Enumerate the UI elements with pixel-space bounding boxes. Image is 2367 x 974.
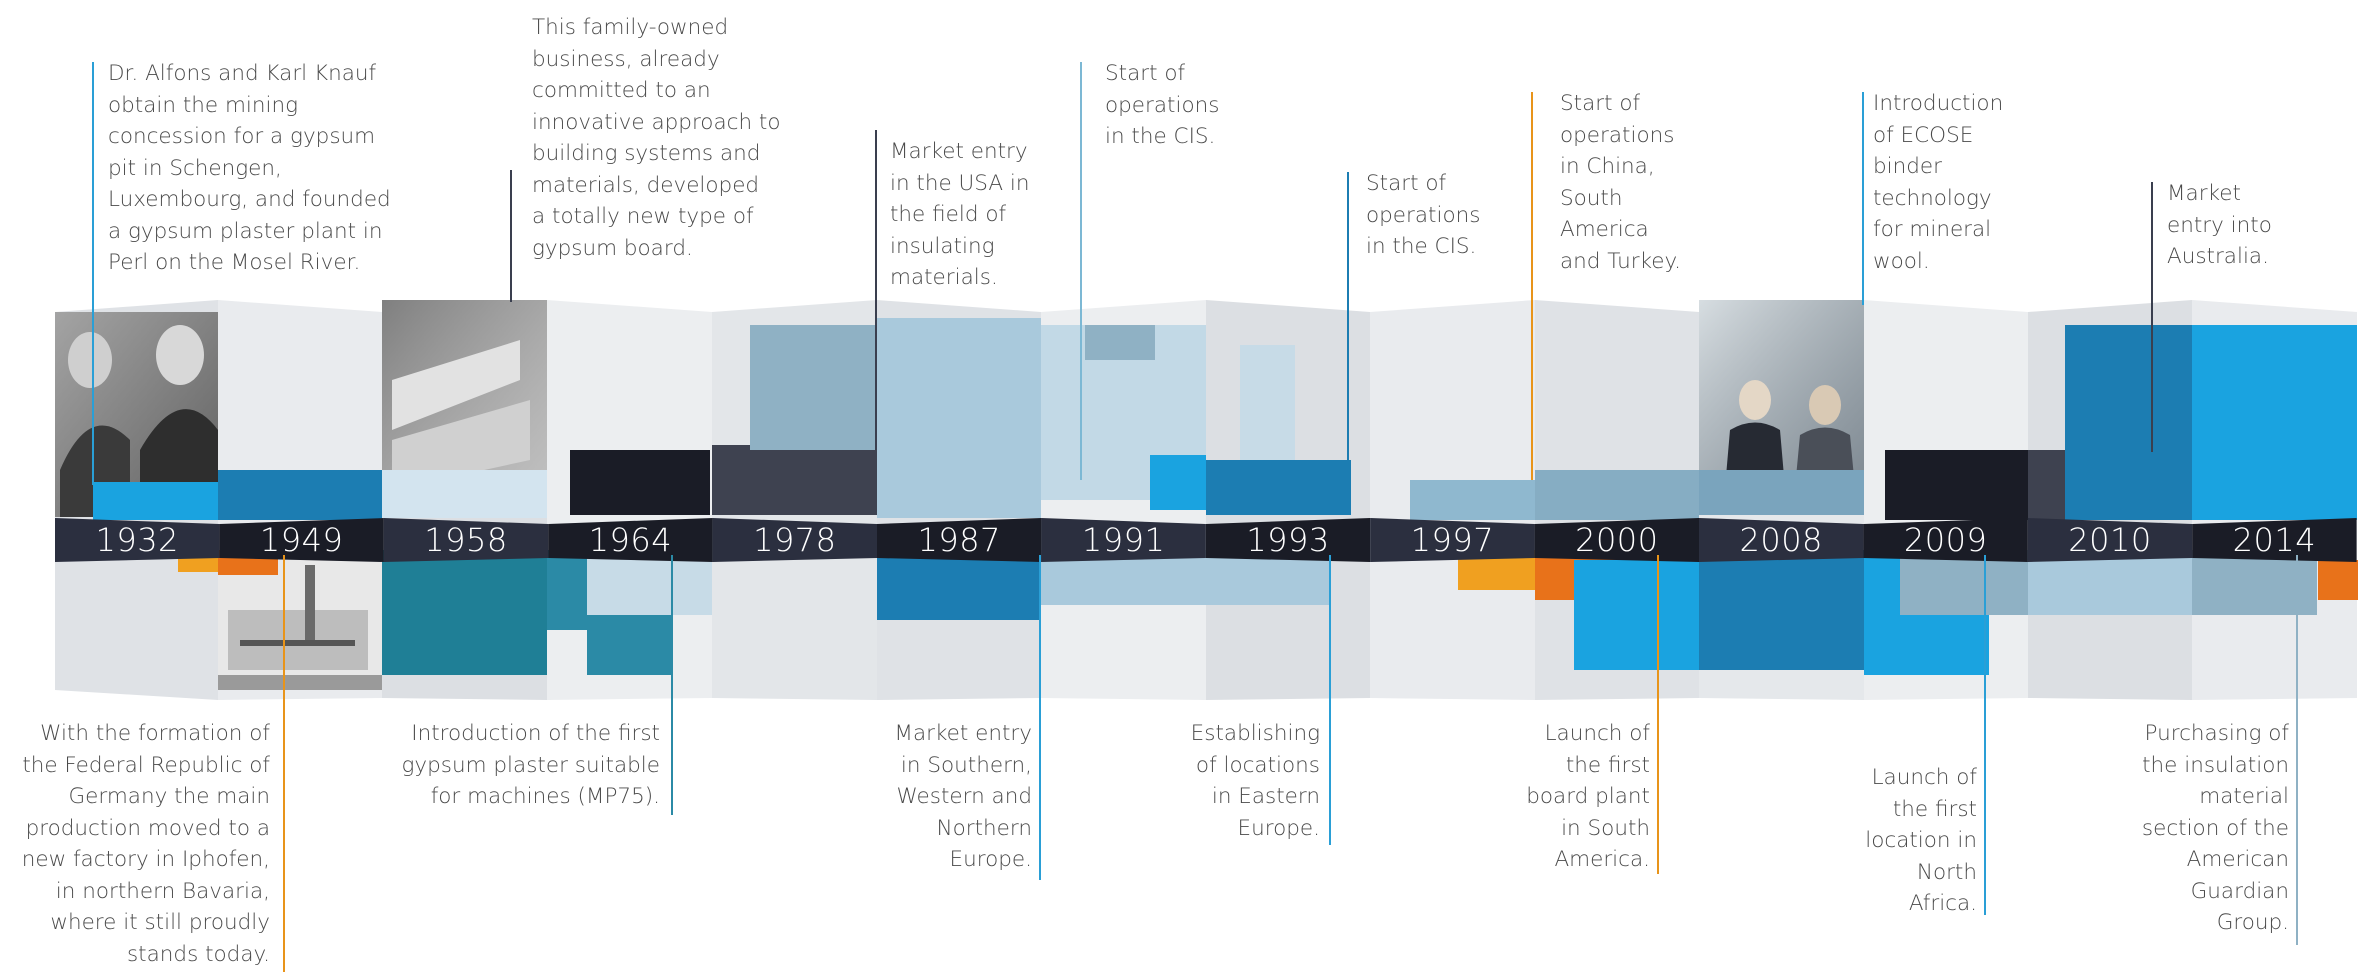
note-1993-bottom: Establishing of locations in Eastern Eur… [1190, 721, 1320, 841]
note-1987-top: Market entry in the USA in the field of … [890, 139, 1030, 290]
year-labels: 1932 1949 1958 1964 1978 1987 1991 1993 1997 2000… [95, 521, 2316, 559]
year-band-segment-1993 [1205, 518, 1371, 562]
year-band-segment-1949 [219, 518, 384, 562]
note-1991: Start of operations in the CIS. [1105, 61, 1220, 149]
year-band [55, 518, 2357, 562]
year-band-segment-1932 [55, 518, 220, 562]
note-2009-top: Introduction of ECOSE binder technology … [1873, 91, 2004, 274]
year-band-segment-1958 [383, 518, 549, 562]
note-1932: Dr. Alfons and Karl Knauf obtain the min… [108, 61, 391, 275]
note-1987-bottom: Market entry in Southern, Western and No… [894, 721, 1032, 872]
year-label-2000: 2000 [1575, 521, 1658, 559]
note-2000-bottom: Launch of the first board plant in South… [1526, 721, 1650, 872]
photo-factory-1949 [218, 560, 382, 690]
note-1958: This family-owned business, already comm… [532, 15, 781, 261]
photo-knauf-2008 [1699, 300, 1864, 488]
year-band-segment-1987 [877, 518, 1042, 562]
leader-lines [92, 62, 2298, 972]
year-label-2009: 2009 [1904, 521, 1987, 559]
year-label-2014: 2014 [2233, 521, 2316, 559]
year-band-segment-1997 [1370, 518, 1535, 562]
note-2000-top: Start of operations in China, South Amer… [1560, 91, 1682, 274]
year-band-segment-2014 [2192, 518, 2357, 562]
year-band-segment-1991 [1041, 518, 1206, 562]
year-label-1964: 1964 [589, 521, 672, 559]
note-1964: Introduction of the first gypsum plaster… [401, 721, 660, 809]
year-label-1991: 1991 [1082, 521, 1165, 559]
year-label-1958: 1958 [424, 521, 507, 559]
year-label-2010: 2010 [2068, 521, 2151, 559]
year-band-segment-2010 [2027, 518, 2193, 562]
year-label-1997: 1997 [1411, 521, 1494, 559]
year-band-segment-2000 [1534, 518, 1699, 562]
note-2014-top: Market entry into Australia. [2167, 181, 2272, 269]
year-label-2008: 2008 [1739, 521, 1822, 559]
note-2009-bottom: Launch of the first location in North Af… [1865, 765, 1977, 916]
year-band-segment-1978 [712, 518, 877, 562]
year-band-segment-2009 [1863, 518, 2028, 562]
note-1993-top: Start of operations in the CIS. [1366, 171, 1481, 259]
year-label-1978: 1978 [753, 521, 836, 559]
note-1949: With the formation of the Federal Republ… [21, 721, 270, 967]
year-label-1993: 1993 [1246, 521, 1329, 559]
year-label-1932: 1932 [95, 521, 178, 559]
upper-colored-blocks [93, 318, 2357, 520]
year-label-1949: 1949 [260, 521, 343, 559]
year-band-segment-2008 [1699, 518, 1864, 562]
year-label-1987: 1987 [917, 521, 1000, 559]
note-2014-bottom: Purchasing of the insulation material se… [2141, 721, 2289, 935]
year-band-segment-1964 [548, 518, 713, 562]
